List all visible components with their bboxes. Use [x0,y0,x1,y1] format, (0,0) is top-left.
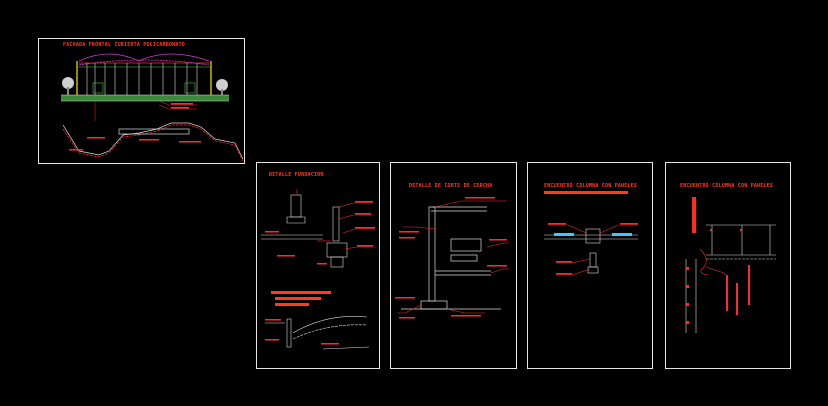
sheet-title: DETALLE FUNDACION [269,172,324,178]
sheet-detail-1: DETALLE FUNDACION [256,162,380,369]
foundation-drawing [261,189,375,350]
elevation-drawing [61,53,244,162]
sheet-title: DETALLE DE CORTE DE CERCHA [409,183,493,189]
sheet-detail-2: DETALLE DE CORTE DE CERCHA [390,162,517,369]
tree-icon [62,77,74,95]
sheet-detail-4: ENCUENTRO COLUMNA CON PANELES [665,162,791,369]
panel-joint-drawing-2 [685,197,776,333]
sheet-title: ENCUENTRO COLUMNA CON PANELES [544,183,638,189]
tree-icon [216,79,228,95]
sheet-title: FACHADA FRONTAL CUBIERTA POLICARBONATO [63,42,185,48]
sheet-title: ENCUENTRO COLUMNA CON PANELES [680,183,774,189]
panel-joint-drawing-1 [544,191,638,276]
sheet-detail-3: ENCUENTRO COLUMNA CON PANELES [527,162,653,369]
sheet-elevation: FACHADA FRONTAL CUBIERTA POLICARBONATO [38,38,245,164]
cercha-drawing [395,197,509,319]
